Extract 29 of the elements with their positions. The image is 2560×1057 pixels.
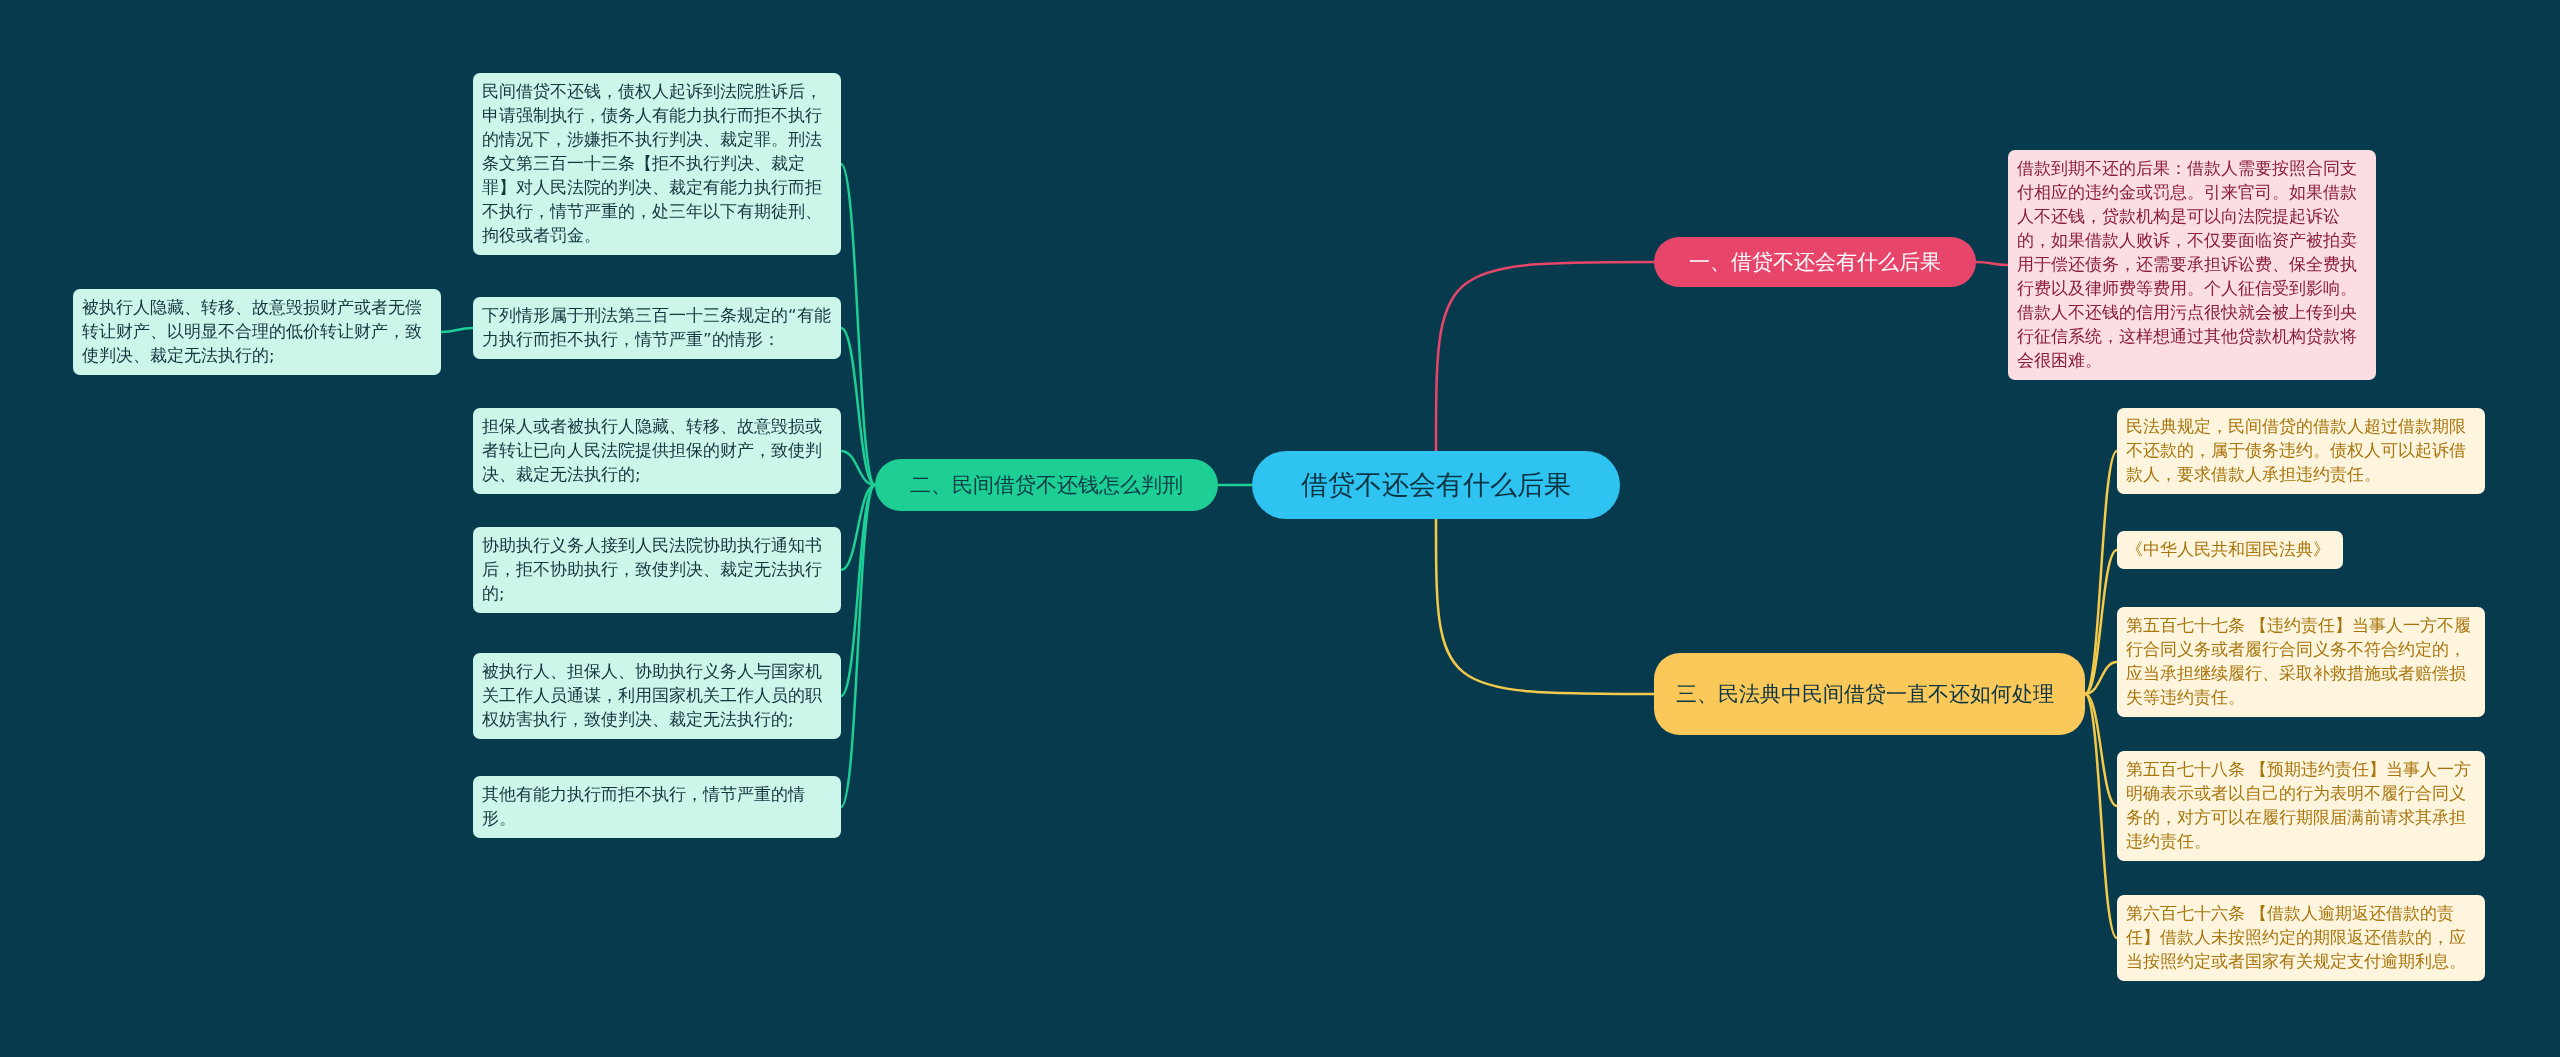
note-card: 担保人或者被执行人隐藏、转移、故意毁损或者转让已向人民法院提供担保的财产，致使判决、裁定无法执行的;: [473, 408, 841, 494]
connector-line: [2084, 693, 2118, 939]
topic-pill: 二、民间借贷不还钱怎么判刑: [875, 459, 1218, 511]
note-card: 其他有能力执行而拒不执行，情节严重的情形。: [473, 776, 841, 838]
note-card: 第五百七十八条 【预期违约责任】当事人一方明确表示或者以自己的行为表明不履行合同义务的，对方可以在履行期限届满前请求其承担违约责任。: [2117, 751, 2485, 861]
note-card: 借款到期不还的后果：借款人需要按照合同支付相应的违约金或罚息。引来官司。如果借款人不还钱，贷款机构是可以向法院提起诉讼的，如果借款人败诉，不仅要面临资产被拍卖用于偿还债务，还需要承担诉讼费、保全费执行费以及律师费等费用。个人征信受到影响。借款人不还钱的信用污点很快就会被上传到央行征信系统，这样想通过其他贷款机构贷款将会很困难。: [2008, 150, 2376, 380]
topic-pill: 三、民法典中民间借贷一直不还如何处理: [1654, 653, 2085, 735]
connector-line: [839, 484, 877, 808]
connector-line: [1434, 519, 1654, 696]
note-card: 被执行人、担保人、协助执行义务人与国家机关工作人员通谋，利用国家机关工作人员的职权妨害执行，致使判决、裁定无法执行的;: [473, 653, 841, 739]
connector-line: [1434, 260, 1654, 451]
central-topic: 借贷不还会有什么后果: [1252, 451, 1620, 519]
note-card: 被执行人隐藏、转移、故意毁损财产或者无偿转让财产、以明显不合理的低价转让财产，致使判决、裁定无法执行的;: [73, 289, 441, 375]
connector-line: [1218, 483, 1252, 487]
note-card: 《中华人民共和国民法典》: [2117, 531, 2343, 569]
connector-line: [840, 327, 876, 486]
topic-pill: 一、借贷不还会有什么后果: [1654, 237, 1976, 287]
note-card: 协助执行义务人接到人民法院协助执行通知书后，拒不协助执行，致使判决、裁定无法执行的;: [473, 527, 841, 613]
connector-line: [1975, 260, 2009, 267]
note-card: 第五百七十七条 【违约责任】当事人一方不履行合同义务或者履行合同义务不符合约定的，应当承担继续履行、采取补救措施或者赔偿损失等违约责任。: [2117, 607, 2485, 717]
connector-line: [2084, 549, 2118, 695]
connector-line: [440, 326, 474, 334]
note-card: 民间借贷不还钱，债权人起诉到法院胜诉后，申请强制执行，债务人有能力执行而拒不执行的情况下，涉嫌拒不执行判决、裁定罪。刑法条文第三百一十三条【拒不执行判决、裁定罪】对人民法院的判决、裁定有能力执行而拒不执行，情节严重的，处三年以下有期徒刑、拘役或者罚金。: [473, 73, 841, 255]
note-card: 民法典规定，民间借贷的借款人超过借款期限不还款的，属于债务违约。债权人可以起诉借款人，要求借款人承担违约责任。: [2117, 408, 2485, 494]
connector-line: [840, 484, 876, 697]
connector-line: [839, 163, 877, 486]
connector-line: [2084, 450, 2118, 695]
note-card: 第六百七十六条 【借款人逾期返还借款的责任】借款人未按照约定的期限返还借款的，应当按照约定或者国家有关规定支付逾期利息。: [2117, 895, 2485, 981]
note-card: 下列情形属于刑法第三百一十三条规定的“有能力执行而拒不执行，情节严重”的情形：: [473, 297, 841, 359]
